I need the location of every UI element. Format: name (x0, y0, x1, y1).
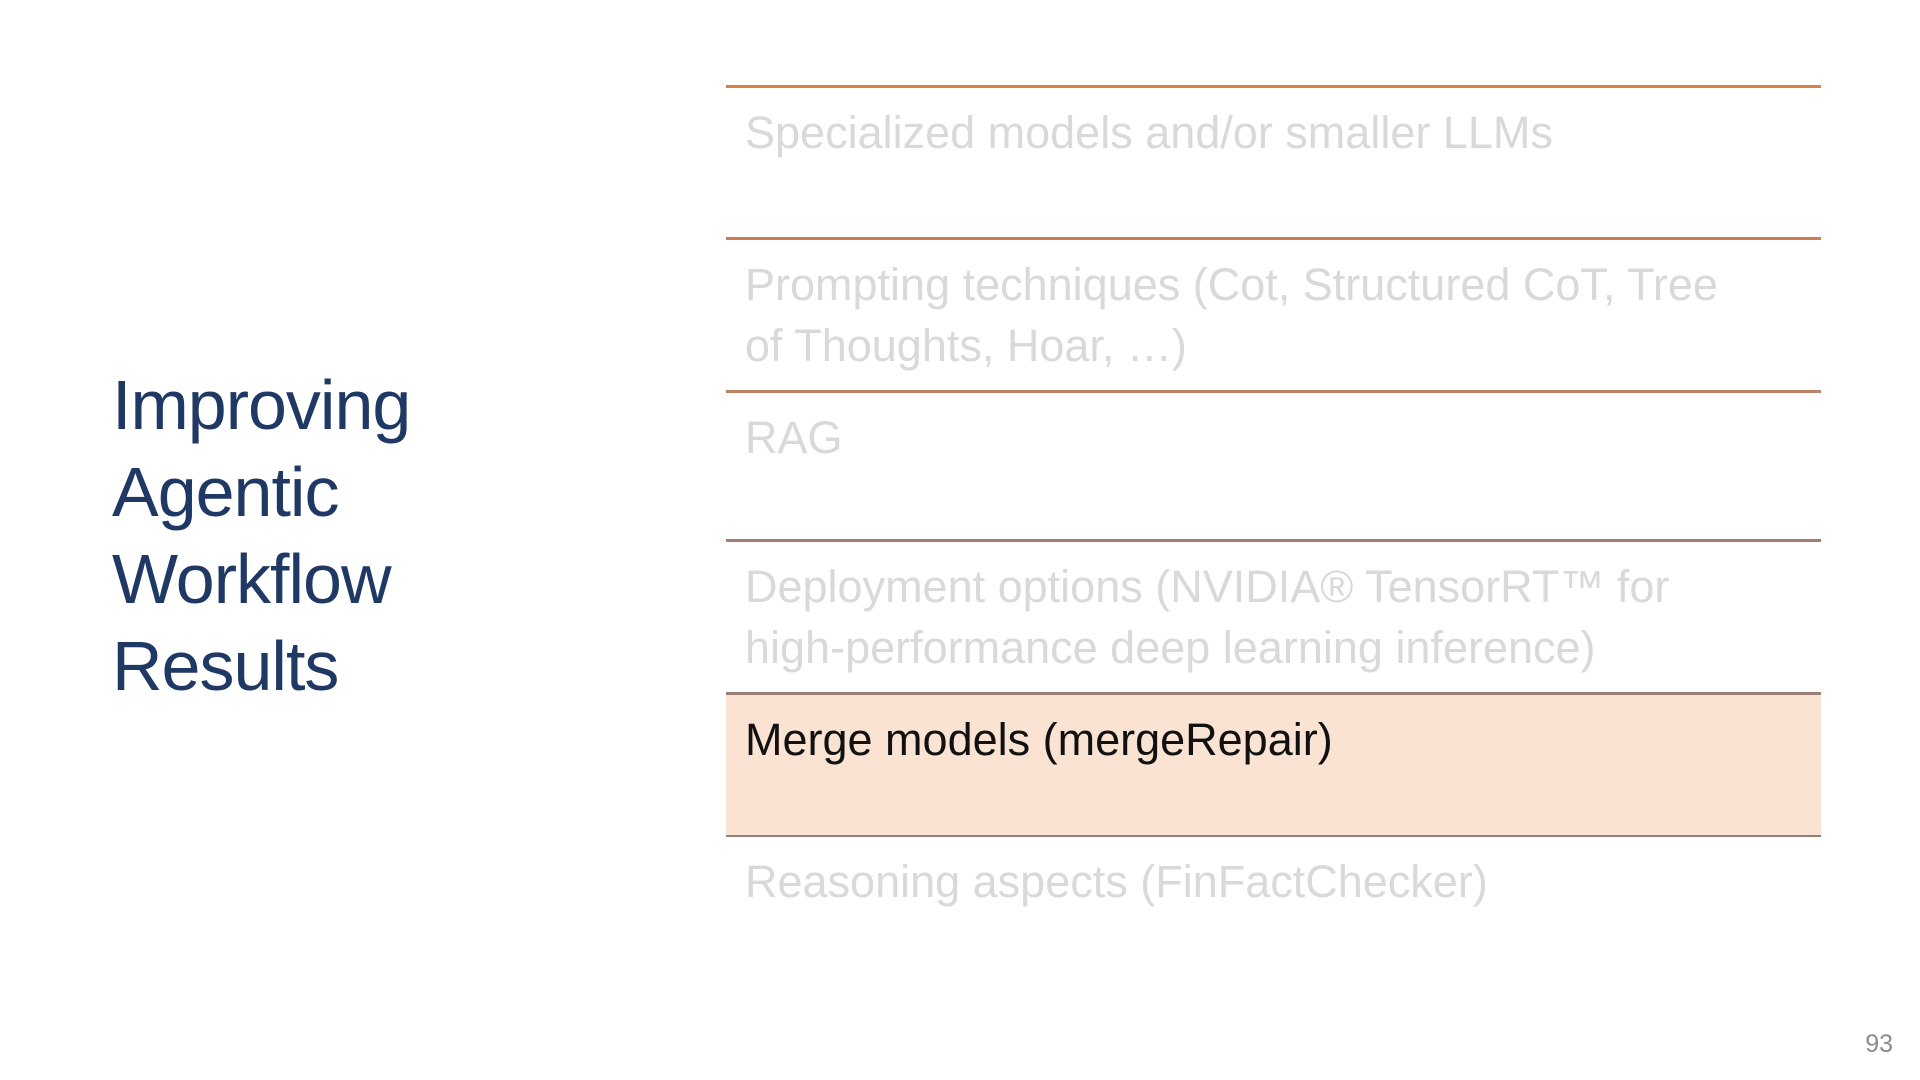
title-line: Improving (112, 366, 411, 444)
title-line: Workflow (112, 540, 392, 618)
agenda-item-merge-models-highlighted: Merge models (mergeRepair) (726, 692, 1821, 837)
agenda-item-text: Merge models (mergeRepair) (745, 714, 1333, 765)
agenda-item-deployment-options: Deployment options (NVIDIA® TensorRT™ fo… (726, 539, 1821, 692)
agenda-item-specialized-models: Specialized models and/or smaller LLMs (726, 85, 1821, 237)
page-title: Improving Agentic Workflow Results (112, 362, 411, 710)
agenda-item-text: Deployment options (NVIDIA® TensorRT™ fo… (745, 561, 1670, 612)
title-line: Results (112, 627, 339, 705)
agenda-item-text: of Thoughts, Hoar, …) (745, 320, 1187, 371)
agenda-item-text: Reasoning aspects (FinFactChecker) (745, 856, 1488, 907)
agenda-item-text: Prompting techniques (Cot, Structured Co… (745, 259, 1718, 310)
agenda-item-label: Merge models (mergeRepair) (726, 695, 1821, 770)
agenda-item-label: Specialized models and/or smaller LLMs (726, 88, 1821, 163)
agenda-item-text: RAG (745, 412, 843, 463)
page-number: 93 (1865, 1030, 1893, 1058)
agenda-item-reasoning-aspects: Reasoning aspects (FinFactChecker) (726, 837, 1821, 997)
agenda-item-text: high-performance deep learning inference… (745, 622, 1596, 673)
agenda-item-label: RAG (726, 393, 1821, 468)
agenda-item-text: Specialized models and/or smaller LLMs (745, 107, 1553, 158)
agenda-item-prompting-techniques: Prompting techniques (Cot, Structured Co… (726, 237, 1821, 390)
agenda-item-label: Reasoning aspects (FinFactChecker) (726, 837, 1821, 912)
agenda-item-rag: RAG (726, 390, 1821, 539)
title-line: Agentic (112, 453, 339, 531)
agenda-item-label: Prompting techniques (Cot, Structured Co… (726, 240, 1821, 376)
agenda-item-label: Deployment options (NVIDIA® TensorRT™ fo… (726, 542, 1821, 678)
agenda-list: Specialized models and/or smaller LLMs P… (726, 85, 1821, 997)
